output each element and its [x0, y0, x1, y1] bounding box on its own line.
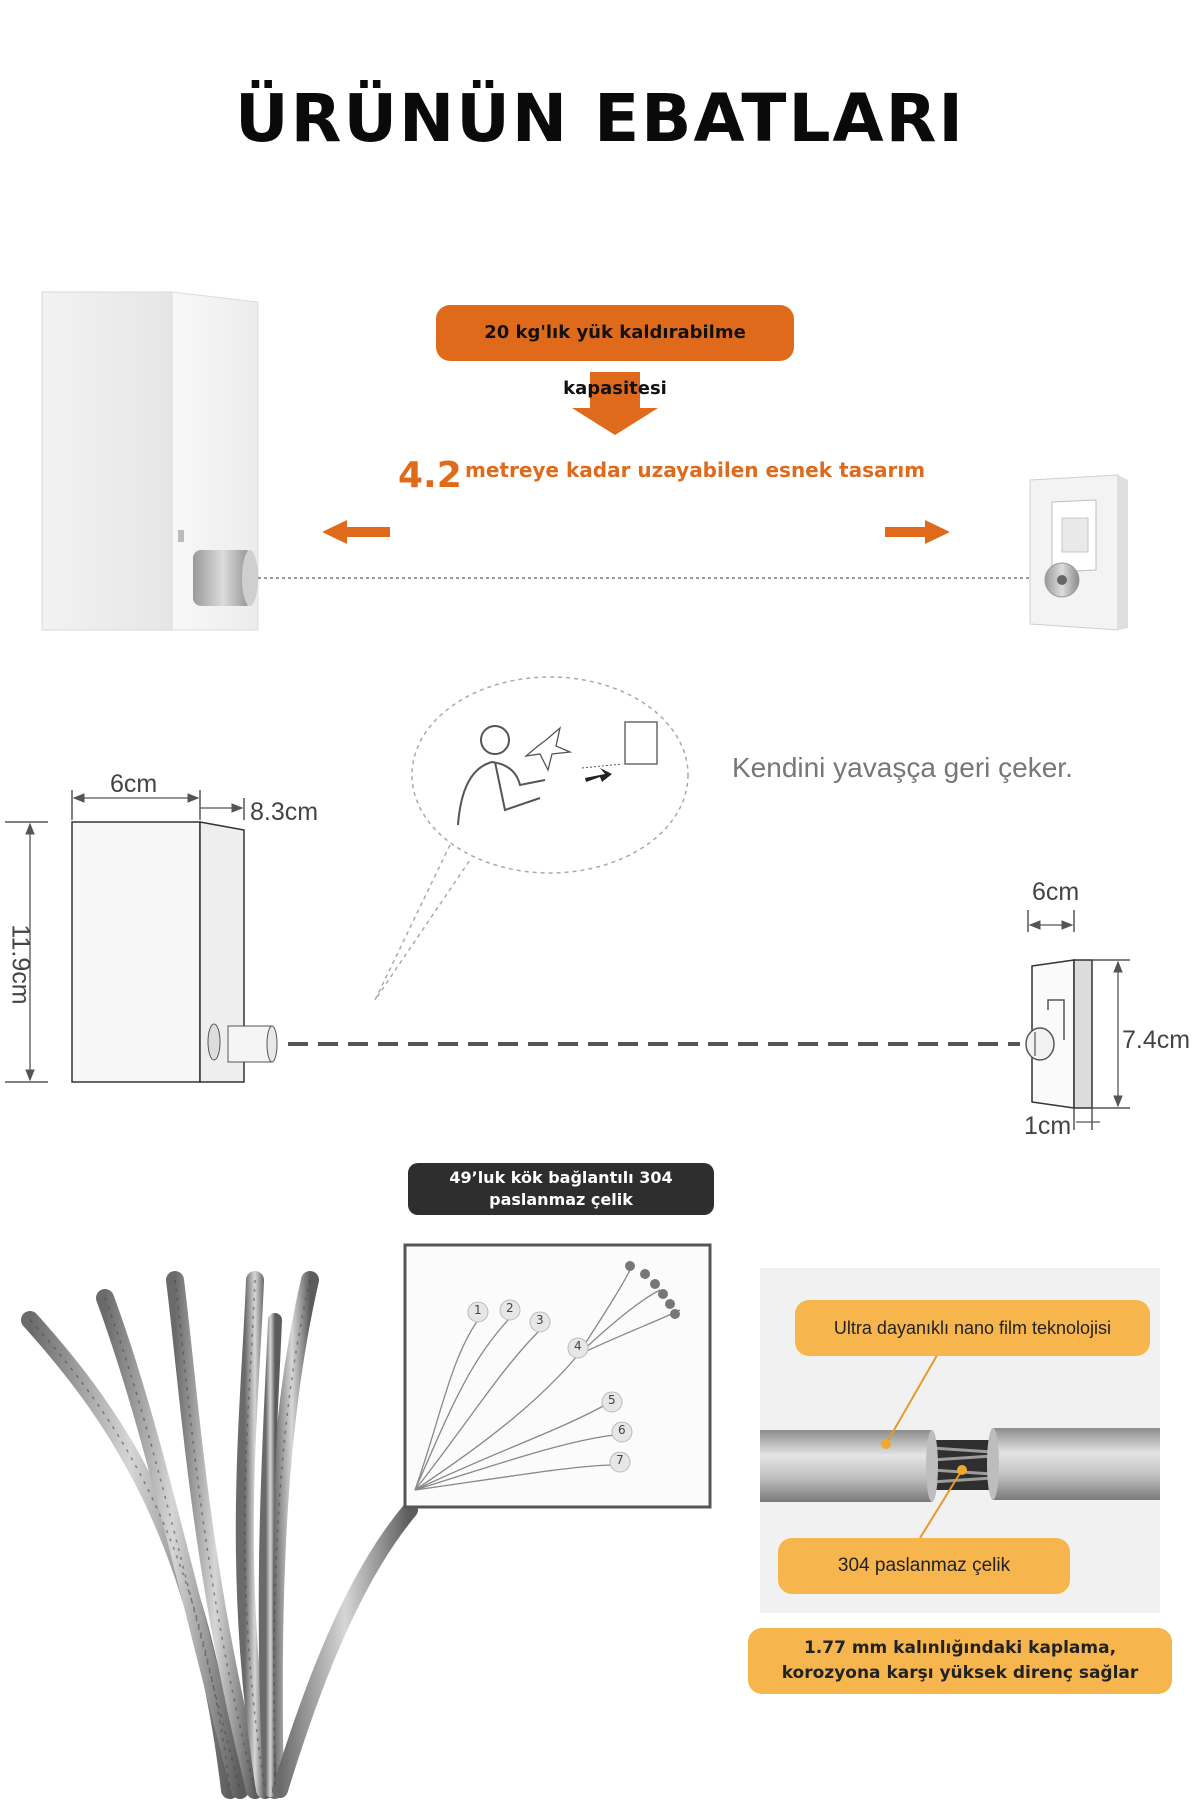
capacity-badge: 20 kg'lık yük kaldırabilme kapasitesi: [436, 305, 794, 399]
callout-bubble: [411, 676, 689, 874]
nano-pointer: [885, 1349, 941, 1445]
person-pull-icon: [457, 721, 658, 826]
hook-dimension-drawing: [1025, 910, 1130, 1130]
extend-number: 4.2: [398, 455, 462, 496]
retractable-box-image: [41, 291, 259, 631]
box-dimension-drawing: [5, 790, 278, 1083]
steel-strands-image: [21, 1271, 418, 1799]
nano-film-label: Ultra dayanıklı nano film teknolojisi: [795, 1300, 1150, 1356]
arrow-right-icon: [885, 520, 950, 544]
steel304-label: 304 paslanmaz çelik: [778, 1538, 1070, 1594]
strand-diagram-frame: [403, 1243, 712, 1509]
strand-tips: [625, 1261, 680, 1319]
extend-text: metreye kadar uzayabilen esnek tasarım: [465, 458, 926, 482]
hook-width-dim: 6cm: [1032, 878, 1080, 906]
wall-hook-image: [1029, 474, 1128, 631]
hook-depth-dim: 1cm: [1024, 1112, 1072, 1140]
hook-height-dim: 7.4cm: [1122, 1026, 1191, 1054]
steel-pointer: [919, 1469, 963, 1539]
steel-label-badge: 49’luk kök bağlantılı 304 paslanmaz çeli…: [408, 1163, 714, 1215]
box-width-dim: 6cm: [110, 770, 158, 798]
dimension-diagram: [5, 676, 1130, 1130]
arrow-left-icon: [322, 520, 390, 544]
retract-text: Kendini yavaşça geri çeker.: [732, 752, 1073, 783]
coated-cable-image: [760, 1428, 1160, 1502]
arrow-down-icon: [572, 372, 658, 435]
coating-label: 1.77 mm kalınlığındaki kaplama, korozyon…: [748, 1628, 1172, 1694]
top-illustration: [41, 291, 1128, 631]
page-title: ÜRÜNÜN EBATLARI: [235, 80, 965, 157]
box-height-dim: 11.9cm: [6, 924, 35, 1005]
box-depth-dim: 8.3cm: [250, 798, 319, 826]
